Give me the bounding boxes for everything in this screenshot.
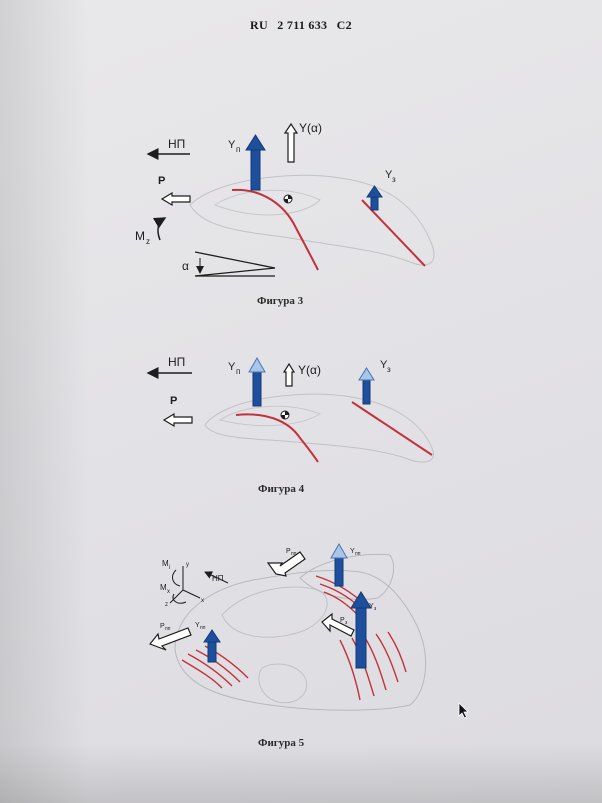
fig5-ypz-sub: пп xyxy=(200,625,206,631)
fig3-p-arrow-icon xyxy=(160,191,191,207)
fig3-yalpha-label: Y(α) xyxy=(299,121,322,135)
fig5-pz-label: P xyxy=(340,617,345,624)
fig5-ypn-arrow-icon xyxy=(330,542,348,587)
fig5-front-wing-lines xyxy=(181,645,249,689)
patent-country: RU xyxy=(250,18,268,32)
fig5-x-axis-label: x xyxy=(201,598,204,604)
fig3-p-label: Р xyxy=(158,175,165,187)
fig5-ypn-label: Y xyxy=(350,548,355,555)
fig5-z-axis-label: z xyxy=(165,602,168,608)
patent-header: RU 2 711 633 C2 xyxy=(0,18,602,33)
figure-5: M i M x y z x НП P пп Y пп Y з P з P пп xyxy=(149,542,427,711)
fig4-np-label: НП xyxy=(168,355,185,369)
fig3-yz-sub: з xyxy=(392,175,396,184)
figure-4-caption: Фигура 4 xyxy=(258,483,305,495)
fig4-canopy-outline xyxy=(218,405,322,427)
fig5-np-label: НП xyxy=(212,574,224,583)
fig4-yp-label: Y xyxy=(228,361,236,373)
fig5-mx-label: M xyxy=(160,583,167,592)
fig5-mi-sub: i xyxy=(169,565,170,571)
patent-number: 2 711 633 xyxy=(277,18,328,32)
fig5-ppz-label: P xyxy=(160,623,165,630)
fig5-pz-sub: з xyxy=(345,620,348,626)
fig4-yp-arrow-icon xyxy=(248,356,266,407)
fig5-rear-spoiler-outline xyxy=(299,553,394,600)
figure-4: НП Р Y п Y(α) Y з xyxy=(146,355,434,463)
fig3-yalpha-arrow-icon xyxy=(283,122,299,163)
fig5-canopy-outline xyxy=(221,586,328,638)
fig3-mz-sub: z xyxy=(146,237,150,246)
fig3-angle-alpha xyxy=(194,251,276,277)
fig5-rear-right-lines xyxy=(339,631,407,701)
fig3-yp-sub: п xyxy=(236,145,240,154)
fig4-p-arrow-icon xyxy=(162,412,193,428)
fig5-ypz-label: Y xyxy=(195,622,200,629)
page-shadow-left xyxy=(0,0,90,803)
mouse-cursor-icon xyxy=(458,702,469,719)
fig3-yz-label: Y xyxy=(385,169,393,181)
fig4-yz-label: Y xyxy=(380,359,388,371)
fig5-yz-arrow-icon xyxy=(350,591,372,669)
fig4-rear-wing-curve xyxy=(351,401,433,456)
fig5-yz-sub: з xyxy=(374,606,377,612)
fig5-mi-label: M xyxy=(162,559,169,568)
fig5-mx-sub: x xyxy=(167,589,170,595)
fig5-y-axis-label: y xyxy=(186,562,189,568)
fig4-yp-sub: п xyxy=(236,367,240,376)
fig3-yz-arrow-icon xyxy=(366,185,383,211)
fig5-np-arrow xyxy=(204,571,229,584)
fig3-mz-label: M xyxy=(135,229,145,243)
fig3-yp-label: Y xyxy=(228,139,236,151)
fig3-mz-arrow-icon xyxy=(152,217,167,241)
fig4-body-outline xyxy=(204,393,434,463)
fig5-ppn-label: P xyxy=(286,548,291,555)
figure-3: НП Р M z α Y п Y(α) Y з xyxy=(135,121,435,277)
fig4-front-wing-curve xyxy=(235,413,319,463)
page-shadow-bottom xyxy=(0,743,602,803)
fig4-yalpha-arrow-icon xyxy=(282,362,296,387)
fig3-yp-arrow-icon xyxy=(245,134,266,191)
fig3-rear-wing-curve xyxy=(361,199,426,267)
fig5-pz-arrow-icon xyxy=(321,612,355,637)
figure-3-caption: Фигура 3 xyxy=(257,295,304,307)
fig4-p-label: Р xyxy=(170,395,177,407)
fig5-ypn-sub: пп xyxy=(355,551,361,557)
fig5-ppz-arrow-icon xyxy=(149,627,192,651)
fig4-center-of-mass-icon xyxy=(280,410,290,420)
fig3-front-wing-curve xyxy=(231,188,319,271)
patent-kind: C2 xyxy=(336,18,352,32)
fig3-canopy-outline xyxy=(213,189,321,216)
fig4-yz-sub: з xyxy=(387,365,391,374)
fig5-wheel-outline xyxy=(258,663,308,704)
fig5-body-outline xyxy=(174,569,427,711)
fig5-ppz-sub: пп xyxy=(165,626,171,632)
fig3-body-outline xyxy=(189,174,435,266)
fig5-ppn-sub: пп xyxy=(291,551,297,557)
figure-5-caption: Фигура 5 xyxy=(258,737,305,749)
fig5-ppn-arrow-icon xyxy=(266,551,306,577)
fig3-center-of-mass-icon xyxy=(283,194,293,204)
fig5-ypz-arrow-icon xyxy=(203,629,221,663)
fig5-yz-label: Y xyxy=(369,603,374,610)
fig3-alpha-label: α xyxy=(182,259,189,273)
fig3-np-label: НП xyxy=(168,137,185,151)
fig4-yz-arrow-icon xyxy=(358,367,375,405)
fig4-yalpha-label: Y(α) xyxy=(298,363,321,377)
fig5-axes-icon xyxy=(169,566,201,604)
